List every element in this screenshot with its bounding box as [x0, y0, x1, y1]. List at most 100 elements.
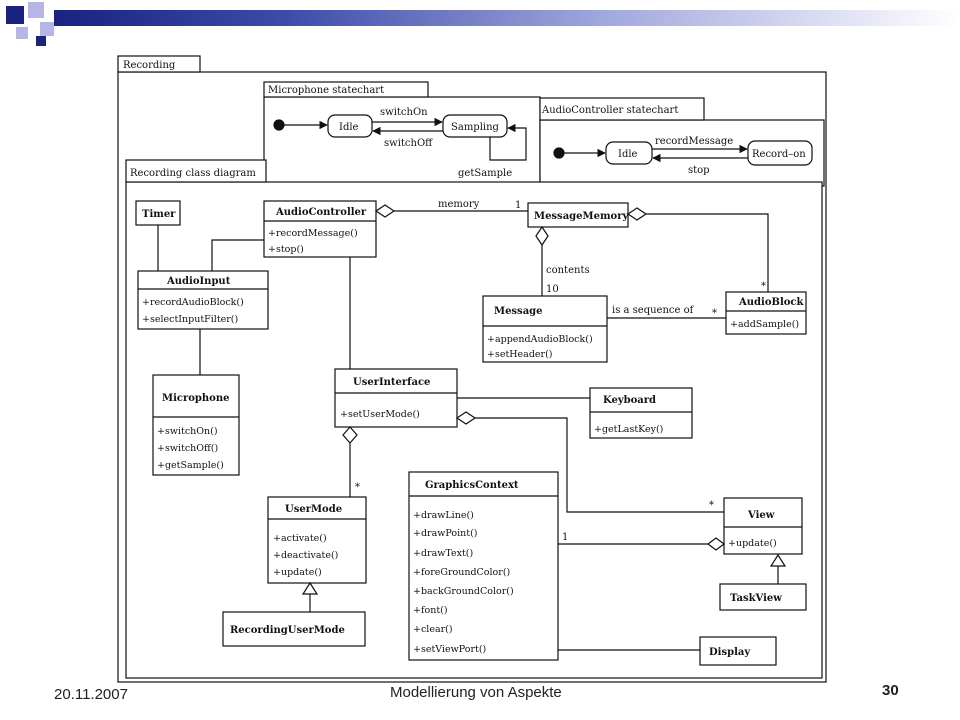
microphone-op-1: +switchOn(): [157, 426, 218, 437]
class-microphone-name: Microphone: [162, 393, 229, 404]
message-op-1: +appendAudioBlock(): [487, 334, 593, 345]
class-user-mode-name: UserMode: [285, 504, 342, 515]
logo-square-lavender-1: [28, 2, 44, 18]
class-audio-input-name: AudioInput: [166, 276, 231, 287]
audio-idle-label: Idle: [618, 149, 638, 160]
class-task-view-box: [719, 583, 807, 611]
audio-statechart-tab-box: [539, 97, 705, 121]
class-diagram-tab-box: [125, 159, 267, 183]
audio-idle-state: [605, 141, 653, 165]
class-recording-user-mode-box: [222, 611, 366, 647]
mic-statechart-label: Microphone statechart: [268, 85, 384, 96]
relation-view-star: *: [709, 500, 714, 511]
class-microphone-box: [152, 374, 240, 476]
class-audio-input-box: [137, 270, 269, 330]
audio-initial-state: [553, 147, 565, 159]
audio-stop-label: stop: [688, 165, 710, 176]
slide-number: 30: [882, 682, 899, 699]
user-mode-op-2: +deactivate(): [273, 550, 338, 561]
audio-input-op-2: +selectInputFilter(): [142, 314, 238, 325]
audio-record-on-label: Record–on: [752, 149, 806, 160]
mic-sampling-state: [442, 114, 508, 138]
mic-switch-on-label: switchOn: [380, 107, 428, 118]
user-mode-op-1: +activate(): [273, 533, 327, 544]
recording-tab-label: Recording: [123, 60, 176, 71]
mic-statechart-tab-box: [263, 81, 429, 98]
mic-get-sample-label: getSample: [458, 168, 512, 179]
relation-audio-block-star: *: [761, 281, 766, 292]
class-view-name: View: [747, 510, 775, 521]
class-keyboard-name: Keyboard: [603, 395, 656, 406]
class-audio-block-name: AudioBlock: [738, 297, 805, 308]
class-task-view-name: TaskView: [730, 593, 782, 604]
logo-square-lavender-2: [16, 27, 28, 39]
graphics-context-op-8: +setViewPort(): [413, 644, 486, 655]
relation-contents-label: contents: [546, 265, 590, 276]
audio-controller-op-1: +recordMessage(): [268, 228, 358, 239]
class-graphics-context-box: [408, 471, 559, 661]
mic-switch-off-label: switchOff: [384, 138, 433, 149]
recording-tab-box: [117, 55, 201, 73]
class-message-memory-box: [527, 202, 629, 228]
class-keyboard-box: [589, 387, 693, 439]
class-user-interface-name: UserInterface: [353, 377, 430, 388]
class-view-box: [723, 497, 803, 555]
mic-idle-state: [327, 114, 373, 138]
mic-statechart-frame: [263, 96, 541, 184]
microphone-op-2: +switchOff(): [157, 443, 218, 454]
relation-sequence-label: is a sequence of: [612, 305, 695, 316]
class-audio-block-box: [725, 291, 807, 335]
class-message-name: Message: [494, 306, 543, 317]
class-audio-controller-name: AudioController: [275, 207, 367, 218]
logo-square-lavender-3: [40, 22, 54, 36]
class-recording-user-mode-name: RecordingUserMode: [230, 625, 345, 636]
relation-usermode-star: *: [355, 482, 360, 493]
relation-graphics-view-multiplicity: 1: [562, 532, 568, 543]
microphone-op-3: +getSample(): [157, 460, 224, 471]
logo-square-navy-1: [6, 6, 24, 24]
graphics-context-op-4: +foreGroundColor(): [413, 567, 510, 578]
audio-record-on-state: [747, 140, 813, 166]
graphics-context-op-2: +drawPoint(): [413, 528, 478, 539]
audio-input-op-1: +recordAudioBlock(): [142, 297, 244, 308]
audio-block-op-1: +addSample(): [730, 319, 799, 330]
class-message-memory-name: MessageMemory: [534, 211, 629, 222]
user-interface-op-1: +setUserMode(): [340, 409, 420, 420]
mic-initial-state: [273, 119, 285, 131]
relation-sequence-star: *: [712, 308, 717, 319]
mic-sampling-label: Sampling: [451, 122, 500, 133]
class-audio-controller-box: [263, 200, 377, 258]
graphics-context-op-5: +backGroundColor(): [413, 586, 514, 597]
class-message-box: [482, 295, 608, 363]
assoc-audio-input-controller: [211, 239, 264, 271]
class-user-mode-box: [267, 496, 367, 584]
audio-statechart-label: AudioController statechart: [541, 105, 678, 116]
graphics-context-op-3: +drawText(): [413, 548, 473, 559]
user-mode-op-3: +update(): [273, 567, 322, 578]
class-timer-name: Timer: [142, 209, 176, 220]
footer-title: Modellierung von Aspekte: [390, 684, 562, 701]
recording-frame: [117, 71, 827, 683]
keyboard-op-1: +getLastKey(): [594, 424, 663, 435]
audio-controller-op-2: +stop(): [268, 244, 304, 255]
class-display-box: [699, 636, 777, 666]
view-op-1: +update(): [728, 538, 777, 549]
header-gradient-bar: [54, 10, 960, 26]
assoc-ui-view: [475, 417, 724, 513]
relation-memory-multiplicity: 1: [515, 200, 521, 211]
message-op-2: +setHeader(): [487, 349, 553, 360]
graphics-context-op-7: +clear(): [413, 624, 453, 635]
footer-date: 20.11.2007: [54, 686, 128, 703]
class-diagram-label: Recording class diagram: [130, 168, 256, 179]
class-display-name: Display: [709, 647, 751, 658]
graphics-context-op-1: +drawLine(): [413, 510, 474, 521]
logo-square-navy-2: [36, 36, 46, 46]
relation-contents-multiplicity: 10: [546, 284, 559, 295]
graphics-context-op-6: +font(): [413, 605, 448, 616]
class-graphics-context-name: GraphicsContext: [425, 480, 519, 491]
assoc-memory-audio-block: [646, 213, 769, 292]
class-diagram-frame: [125, 181, 823, 679]
relation-memory-label: memory: [438, 199, 480, 210]
mic-idle-label: Idle: [339, 122, 359, 133]
